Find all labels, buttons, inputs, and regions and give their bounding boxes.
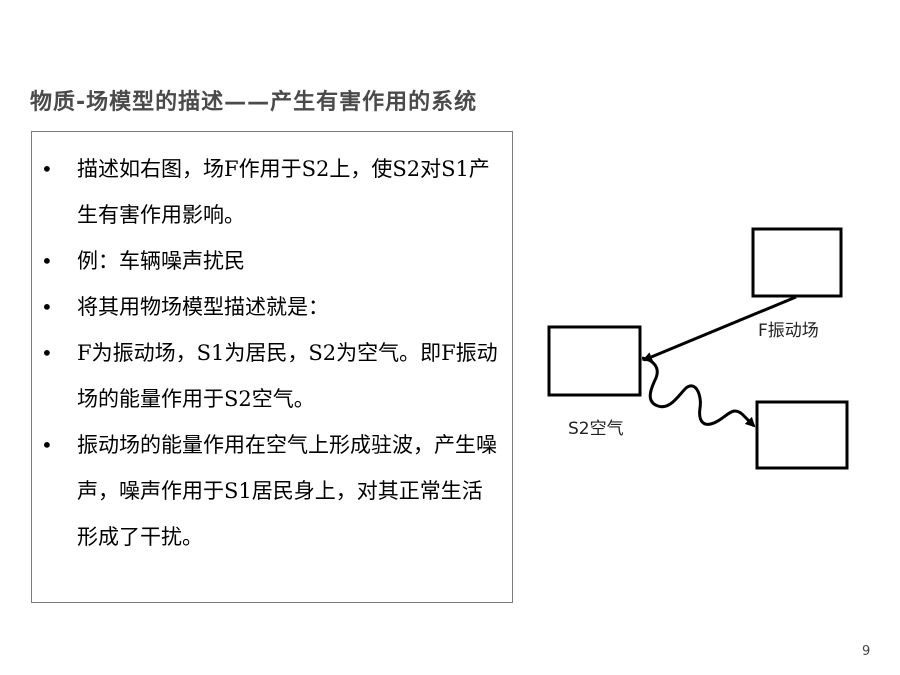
field-action-arrow [642,295,797,362]
substance-field-diagram: F振动场 S2空气 [520,210,860,484]
substance2-label: S2空气 [568,419,624,439]
bullet-item: • 振动场的能量作用在空气上形成驻波，产生噪声，噪声作用于S1居民身上，对其正常… [32,422,512,560]
bullet-marker: • [41,295,53,319]
bullet-text: 将其用物场模型描述就是： [77,295,329,319]
bullet-list: • 描述如右图，场F作用于S2上，使S2对S1产生有害作用影响。 • 例：车辆噪… [32,146,512,560]
slide-title: 物质-场模型的描述——产生有害作用的系统 [30,90,478,115]
bullet-item: • 将其用物场模型描述就是： [32,284,512,330]
page-number: 9 [862,644,871,659]
bullet-marker: • [41,157,53,181]
bullet-item: • 例：车辆噪声扰民 [32,238,512,284]
content-box: • 描述如右图，场F作用于S2上，使S2对S1产生有害作用影响。 • 例：车辆噪… [31,131,513,603]
bullet-marker: • [41,433,53,457]
field-box [751,227,843,298]
substance1-box [755,400,849,470]
bullet-marker: • [41,249,53,273]
bullet-text: 振动场的能量作用在空气上形成驻波，产生噪声，噪声作用于S1居民身上，对其正常生活… [77,433,497,549]
harmful-wave-arrow [641,356,756,428]
bullet-item: • F为振动场，S1为居民，S2为空气。即F振动场的能量作用于S2空气。 [32,330,512,422]
bullet-text: F为振动场，S1为居民，S2为空气。即F振动场的能量作用于S2空气。 [77,341,498,411]
bullet-text: 例：车辆噪声扰民 [77,249,245,273]
diagram-canvas [547,227,849,470]
bullet-text: 描述如右图，场F作用于S2上，使S2对S1产生有害作用影响。 [77,157,490,227]
field-label: F振动场 [758,321,819,341]
bullet-item: • 描述如右图，场F作用于S2上，使S2对S1产生有害作用影响。 [32,146,512,238]
substance2-box [547,325,642,397]
bullet-marker: • [41,341,53,365]
